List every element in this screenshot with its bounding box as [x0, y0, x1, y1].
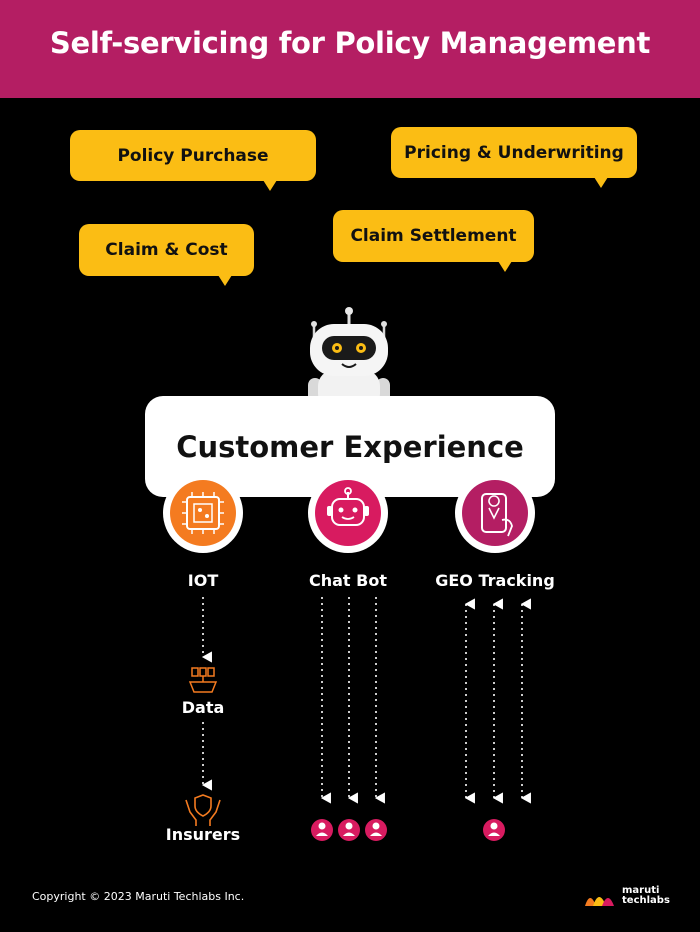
- bot-icon: [308, 473, 388, 553]
- data-icon: [188, 667, 218, 693]
- copyright-text: Copyright © 2023 Maruti Techlabs Inc.: [32, 890, 245, 903]
- channel-label-chatbot: Chat Bot: [309, 571, 387, 590]
- channel-label-geo: GEO Tracking: [435, 571, 555, 590]
- bubble-claim-settlement: Claim Settlement: [333, 210, 534, 272]
- bubble-tail: [594, 177, 608, 188]
- user-icon: [311, 819, 333, 841]
- logo-wordmark: maruti techlabs: [622, 886, 670, 906]
- logo-line1: maruti: [622, 885, 660, 896]
- bubble-claim-cost: Claim & Cost: [79, 224, 254, 286]
- phone-location-icon: [455, 473, 535, 553]
- bubble-tail: [263, 180, 277, 191]
- insurers-label: Insurers: [165, 825, 241, 844]
- bubble-label: Claim & Cost: [105, 240, 228, 260]
- user-icon: [483, 819, 505, 841]
- header-banner: Self-servicing for Policy Management: [0, 0, 700, 98]
- data-label: Data: [181, 698, 225, 717]
- bubble-label: Pricing & Underwriting: [404, 142, 624, 163]
- channel-label-iot: IOT: [187, 571, 219, 590]
- chip-icon: [163, 473, 243, 553]
- bubble-tail: [498, 261, 512, 272]
- maruti-logo-icon: [585, 897, 614, 906]
- bubble-label: Policy Purchase: [117, 145, 269, 166]
- user-icon: [338, 819, 360, 841]
- bubble-pricing-underwriting: Pricing & Underwriting: [391, 127, 637, 188]
- bubble-tail: [218, 275, 232, 286]
- page-title: Self-servicing for Policy Management: [49, 26, 651, 60]
- user-icon: [365, 819, 387, 841]
- bubble-policy-purchase: Policy Purchase: [70, 130, 316, 191]
- insurers-icon: [185, 794, 221, 826]
- customer-experience-title: Customer Experience: [176, 430, 524, 464]
- bubble-label: Claim Settlement: [350, 226, 517, 246]
- logo-line2: techlabs: [622, 895, 670, 906]
